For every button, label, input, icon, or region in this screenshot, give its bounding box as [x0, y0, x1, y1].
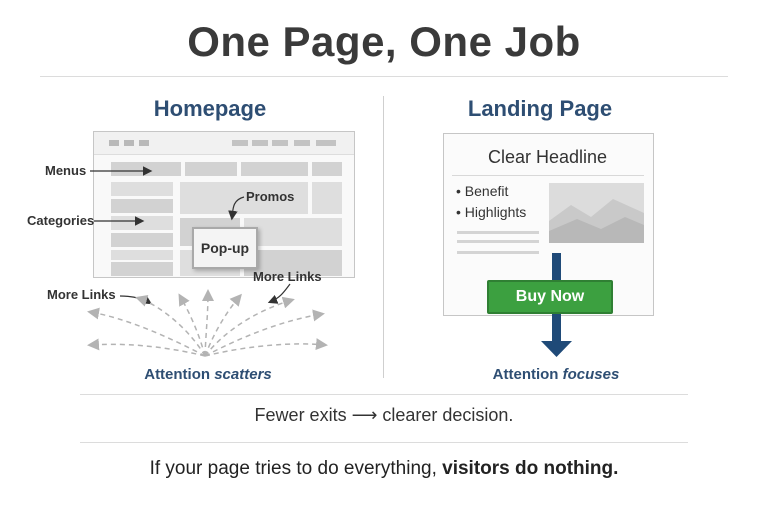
- bullet-benefit: • Benefit: [456, 183, 509, 199]
- focus-arrow-head: [541, 341, 572, 357]
- browser-dot: [124, 140, 134, 146]
- browser-dot: [139, 140, 149, 146]
- topnav-bar: [316, 140, 336, 146]
- homepage-caption: Attention scatters: [108, 366, 308, 383]
- fewer-exits-text: Fewer exits ⟶ clearer decision.: [254, 405, 514, 425]
- page-title: One Page, One Job: [187, 18, 581, 65]
- mid-divider: [80, 394, 688, 395]
- menu-block: [185, 162, 237, 176]
- topnav-bar: [272, 140, 288, 146]
- title-divider: [40, 76, 728, 77]
- browser-dot: [109, 140, 119, 146]
- scatter-arrow: [204, 338, 328, 357]
- scatter-arrow: [87, 338, 206, 357]
- homepage-wireframe: [93, 131, 355, 278]
- scatter-arrow: [135, 295, 206, 357]
- text-line: [457, 231, 539, 234]
- tagline: If your page tries to do everything, vis…: [0, 458, 768, 480]
- promos-label: Promos: [246, 189, 295, 204]
- caption-emphasis: scatters: [214, 366, 272, 383]
- topnav-bar: [252, 140, 268, 146]
- landing-heading: Landing Page: [467, 96, 613, 121]
- text-line: [457, 251, 539, 254]
- scatter-arrow: [204, 296, 295, 357]
- scatter-arrow: [87, 307, 206, 357]
- tagline-prefix: If your page tries to do everything,: [149, 458, 443, 479]
- category-block: [111, 262, 173, 276]
- promo-block: [180, 182, 308, 214]
- scatter-arrows: [87, 289, 328, 357]
- menu-block: [241, 162, 308, 176]
- headline-divider: [452, 175, 644, 176]
- popup-box: Pop-up: [192, 227, 258, 269]
- landing-headline: Clear Headline: [487, 147, 608, 167]
- scatter-arrow: [204, 293, 242, 357]
- category-block: [111, 250, 173, 260]
- tagline-emphasis: visitors do nothing.: [442, 458, 619, 479]
- bullet-highlights: • Highlights: [456, 204, 527, 220]
- more-links-right-pointer: [267, 283, 291, 304]
- category-block: [111, 199, 173, 213]
- text-line: [457, 240, 539, 243]
- caption-emphasis: focuses: [562, 366, 620, 383]
- menus-label: Menus: [45, 163, 87, 178]
- bottom-divider: [80, 442, 688, 443]
- topnav-bar: [232, 140, 248, 146]
- menu-block: [312, 162, 342, 176]
- more-links-right-label: More Links: [253, 269, 322, 284]
- scatter-arrow: [204, 309, 325, 357]
- image-placeholder: [549, 183, 644, 243]
- promo-block: [244, 250, 342, 276]
- topnav-bar: [294, 140, 310, 146]
- promos-pointer: [228, 196, 245, 221]
- column-divider: [383, 96, 384, 378]
- browser-topbar: [94, 132, 354, 155]
- scatter-arrow: [178, 293, 206, 357]
- landing-caption: Attention focuses: [446, 366, 666, 383]
- caption-prefix: Attention: [144, 366, 215, 383]
- buy-now-button[interactable]: Buy Now: [487, 280, 613, 314]
- mountain-image-icon: [549, 199, 644, 243]
- caption-prefix: Attention: [492, 366, 563, 383]
- category-block: [111, 182, 173, 196]
- promo-block: [244, 218, 342, 246]
- category-block: [111, 233, 173, 247]
- bullet-text: Highlights: [464, 204, 527, 220]
- bullet-text: Benefit: [464, 183, 509, 199]
- categories-label: Categories: [27, 213, 95, 228]
- homepage-heading: Homepage: [153, 96, 267, 121]
- more-links-left-label: More Links: [47, 287, 116, 302]
- scatter-arrow: [201, 289, 214, 357]
- promo-block: [312, 182, 342, 214]
